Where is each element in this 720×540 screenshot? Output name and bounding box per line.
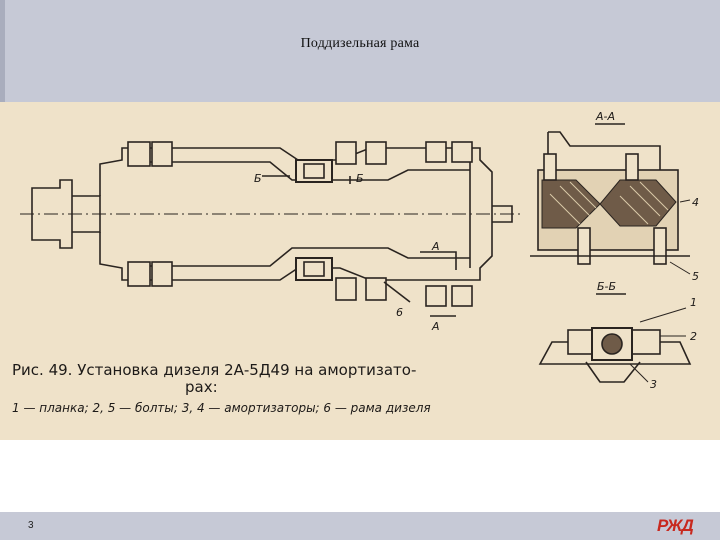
label-callout-1: 1 <box>690 296 697 309</box>
caption-line-2: рах: <box>185 378 218 396</box>
frame-plan-view <box>20 141 520 317</box>
slide-title: Поддизельная рама <box>300 36 420 51</box>
label-callout-4: 4 <box>692 196 699 209</box>
label-section-bb: Б-Б <box>597 280 616 293</box>
label-marker-b-right: Б <box>356 172 364 185</box>
engine-mount-figure: А-А Б-Б А А Б Б 1 2 3 4 5 6 Рис. 49. Уст… <box>0 102 720 440</box>
rzd-logo-icon: РЖД <box>657 516 694 535</box>
label-callout-5: 5 <box>692 270 699 283</box>
figure-caption: Рис. 49. Установка дизеля 2А-5Д49 на амо… <box>12 362 522 416</box>
header-accent-strip <box>0 0 5 102</box>
slide-header: Поддизельная рама <box>0 0 720 102</box>
caption-line-1: Рис. 49. Установка дизеля 2А-5Д49 на амо… <box>12 361 417 379</box>
label-marker-a-top: А <box>431 240 440 253</box>
label-marker-a-bottom: А <box>431 320 440 333</box>
label-callout-3: 3 <box>650 378 657 391</box>
label-callout-6: 6 <box>396 306 403 319</box>
caption-legend: 1 — планка; 2, 5 — болты; 3, 4 — амортиз… <box>12 401 431 415</box>
label-callout-2: 2 <box>690 330 697 343</box>
page-number: 3 <box>28 520 34 531</box>
label-section-aa: А-А <box>595 110 615 123</box>
section-aa-view <box>530 123 691 275</box>
section-bb-view <box>538 293 692 383</box>
technical-drawing: А-А Б-Б А А Б Б 1 2 3 4 5 6 <box>20 110 699 391</box>
slide-footer: 3 РЖД <box>0 512 720 540</box>
label-marker-b-left: Б <box>254 172 262 185</box>
